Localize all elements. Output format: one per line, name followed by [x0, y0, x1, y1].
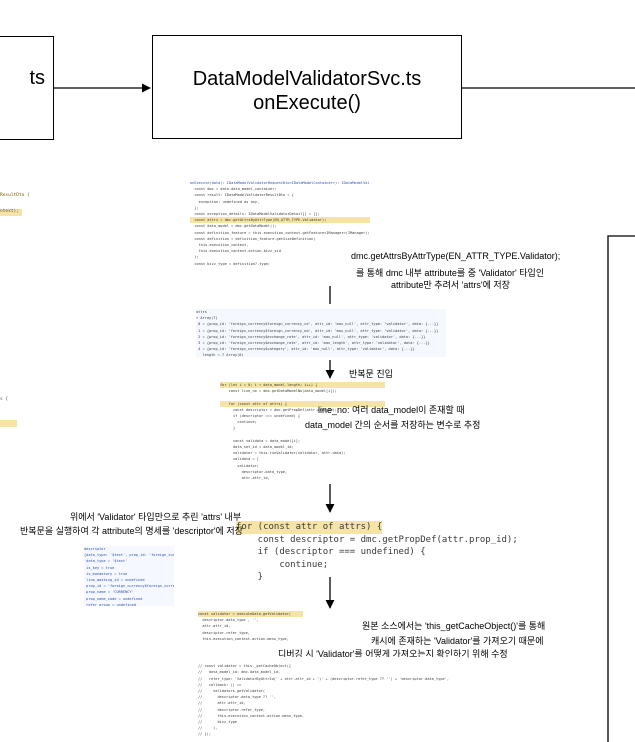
code-screenshot-attrs-array: attrs > Array(7) 0 = {prop_id: 'foreign_… [196, 309, 446, 357]
code-screenshot-original-source: // const validator = this._getCacheObjec… [198, 657, 468, 737]
code-line-for: for (const attr of attrs) { [236, 521, 383, 534]
code-line-close: } [236, 572, 264, 583]
annotation-get-attrs-line1: dmc.getAttrsByAttrType(EN_ATTR_TYPE.Vali… [351, 251, 561, 261]
left-fragment-1: ResultDto { [0, 193, 30, 198]
annotation-cache-1: 원본 소스에서는 'this_getCacheObject()'를 통해 [362, 621, 546, 631]
code-screenshot-descriptor: descriptor {data_type: '$text', prop_id:… [84, 546, 174, 606]
code-screenshot-for-attrs: for (const attr of attrs) { const descri… [236, 521, 518, 582]
code-screenshot-onexecute: onExecute(data): IDataModelValidatorRequ… [190, 180, 370, 286]
left-box-label: ts [29, 67, 45, 89]
data-model-validator-box: DataModelValidatorSvc.ts onExecute() [152, 35, 462, 139]
code-line-descriptor: const descriptor = dmc.getPropDef(attr.p… [236, 534, 518, 545]
code-screenshot-validator: const validator = executeData.getValidat… [198, 611, 303, 641]
box-subtitle: onExecute() [253, 92, 361, 114]
annotation-cache-3: 디버깅 시 'Validator'를 어떻게 가져오는지 확인하기 위해 수정 [278, 649, 508, 659]
box-title: DataModelValidatorSvc.ts [192, 68, 422, 90]
right-vertical-connector [607, 235, 635, 742]
code-line-continue: continue; [236, 559, 329, 570]
annotation-line-no-1: line_no: 여러 data_model이 존재할 때 [318, 405, 465, 415]
left-fragment-highlight-2 [0, 420, 17, 427]
annotation-cache-2: 캐시에 존재하는 'Validator'를 가져오기 때문에 [371, 636, 544, 646]
annotation-loop-entry: 반복문 진입 [349, 369, 393, 379]
left-fragment-2: ntext); [0, 209, 19, 214]
code-line-if: if (descriptor === undefined) { [236, 547, 426, 558]
annotation-get-attrs-line2: 를 통해 dmc 내부 attribute를 중 'Validator' 타입인 [356, 268, 545, 278]
annotation-descriptor-2: 반복문을 실행하여 각 attribute의 명세를 'descriptor'에… [20, 526, 243, 536]
annotation-line-no-2: data_model 간의 순서를 저장하는 변수로 추정 [305, 420, 481, 430]
annotation-descriptor-1: 위에서 'Validator' 타입만으로 추린 'attrs' 내부 [70, 512, 242, 522]
left-process-box: ts [0, 36, 54, 140]
left-fragment-3: s { [0, 397, 9, 402]
code-screenshot-loop: for (let i = 0; i < data_model.length; i… [220, 382, 385, 482]
annotation-get-attrs-line3: attribute만 추려서 'attrs'에 저장 [391, 280, 510, 290]
left-fragment-highlight [0, 209, 22, 216]
